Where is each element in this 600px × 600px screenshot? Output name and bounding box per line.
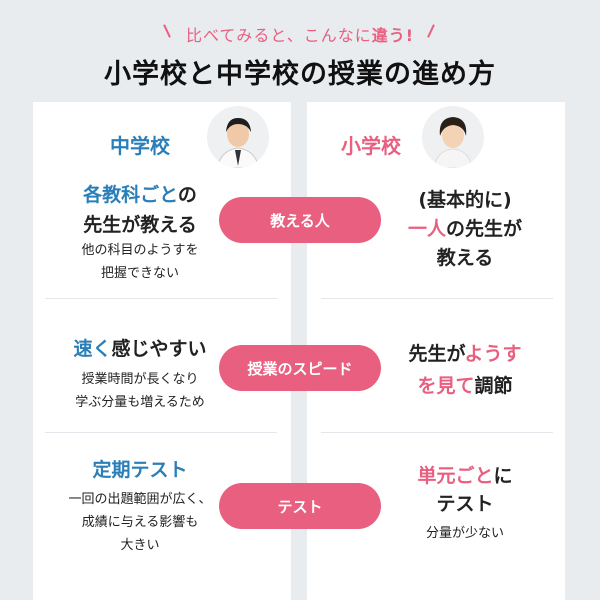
left-row1-note: 他の科目のようすを 把握できない <box>81 243 199 281</box>
page-title: 小学校と中学校の授業の進め方 <box>104 59 496 90</box>
left-row1-main: 各教科ごとの 先生が教える <box>83 184 197 236</box>
label-pill-speed: 授業のスピード <box>219 345 381 391</box>
divider <box>321 298 553 299</box>
subtitle-emphasis: 違う! <box>371 26 415 45</box>
subtitle: 比べてみると、こんなに違う! <box>0 22 600 46</box>
right-row1-main: (基本的に) 一人の先生が 教える <box>407 189 523 269</box>
elementary-heading: 小学校 <box>341 134 401 158</box>
left-row2-note: 授業時間が長くなり 学ぶ分量も増えるため <box>75 372 205 410</box>
left-row3-note: 一回の出題範囲が広く、 成績に与える影響も 大きい <box>68 492 212 553</box>
left-row2-main: 速く感じやすい <box>73 338 207 360</box>
right-row3-main: 単元ごとに テスト <box>417 465 513 515</box>
divider <box>45 298 277 299</box>
divider <box>321 432 553 433</box>
right-row2-main: 先生がようす を見て調節 <box>408 343 522 397</box>
label-pill-test: テスト <box>219 483 381 529</box>
teacher-woman-icon <box>422 106 484 168</box>
divider <box>45 432 277 433</box>
subtitle-text: 比べてみると、こんなに <box>185 26 372 45</box>
student-boy-icon <box>207 106 269 168</box>
label-pill-teacher: 教える人 <box>219 197 381 243</box>
right-row3-note: 分量が少ない <box>425 526 504 541</box>
left-row3-main: 定期テスト <box>92 459 188 481</box>
junior-high-heading: 中学校 <box>110 134 170 158</box>
